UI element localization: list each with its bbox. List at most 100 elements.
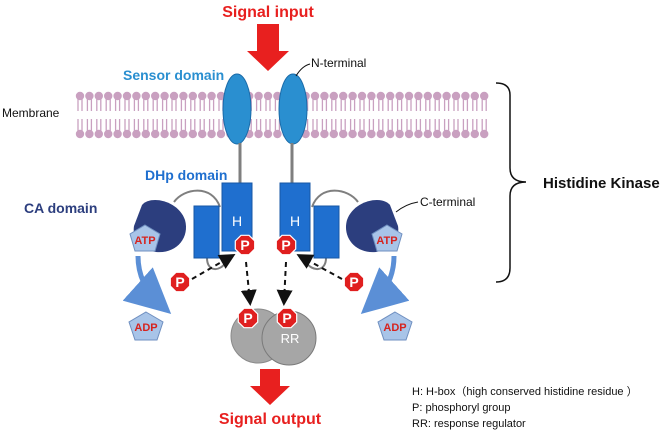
dhp-helix-left-secondary xyxy=(193,205,220,259)
lipid-head-inner xyxy=(75,129,85,139)
lipid-head-inner xyxy=(85,129,94,139)
loop-helix-right xyxy=(305,257,327,270)
lipid-head-inner xyxy=(160,129,169,139)
phosphoryl-octagon xyxy=(169,271,191,293)
lipid-head-outer xyxy=(207,91,216,101)
signal-input-label: Signal input xyxy=(222,4,314,21)
lipid-head-outer xyxy=(357,91,367,101)
lipid-head-outer xyxy=(85,91,94,101)
lipid-head-outer xyxy=(141,91,150,101)
phospho-arrow-right-in xyxy=(296,254,343,280)
signal-output-label: Signal output xyxy=(219,411,322,428)
atp-to-adp-arrow-right xyxy=(360,255,410,315)
atp-right-label: ATP xyxy=(376,235,397,247)
atp-left-label: ATP xyxy=(134,235,155,247)
phosphoryl-label: P xyxy=(282,310,291,326)
lipid-head-outer xyxy=(132,91,141,101)
sensor-domain-left xyxy=(222,73,252,145)
phosphoryl-octagon xyxy=(237,307,259,329)
lipid-head-outer xyxy=(179,91,188,101)
lipid-head-outer xyxy=(451,91,461,101)
phosphoryl-label: P xyxy=(349,274,358,290)
rr-label: RR xyxy=(281,331,300,346)
lipid-head-inner xyxy=(273,129,282,139)
lipid-head-inner xyxy=(480,129,489,139)
phosphoryl-octagon xyxy=(275,234,297,256)
lipid-head-inner xyxy=(339,129,348,139)
atp-to-adp-arrow-left xyxy=(122,255,172,315)
signal-input-arrow xyxy=(247,24,289,71)
lipid-head-outer xyxy=(263,91,273,101)
membrane-bilayer xyxy=(75,91,489,139)
lipid-head-outer xyxy=(433,91,442,101)
lipid-head-inner xyxy=(151,129,160,139)
lipid-head-inner xyxy=(395,129,404,139)
adp-left-pentagon xyxy=(128,311,164,341)
phosphoryl-free-right: P xyxy=(343,271,365,293)
n-terminal-pointer xyxy=(295,63,311,77)
phosphoryl-label: P xyxy=(240,237,249,253)
dhp-helix-right-secondary xyxy=(313,205,340,259)
adp-right-label: ADP xyxy=(383,322,406,334)
lipid-head-outer xyxy=(461,91,470,101)
lipid-head-outer xyxy=(480,91,489,101)
lipid-head-inner xyxy=(310,129,320,139)
phosphoryl-octagon xyxy=(343,271,365,293)
lipid-head-outer xyxy=(404,91,414,101)
histidine-kinase-bracket xyxy=(495,82,527,283)
lipid-head-outer xyxy=(94,91,104,101)
lipid-head-outer xyxy=(329,91,338,101)
phospho-transfer-right xyxy=(276,261,293,306)
lipid-head-inner xyxy=(254,129,263,139)
lipid-head-inner xyxy=(414,129,423,139)
lipid-head-inner xyxy=(141,129,150,139)
sensor-domain-label: Sensor domain xyxy=(123,67,224,83)
lipid-head-outer xyxy=(160,91,169,101)
lipid-head-inner xyxy=(132,129,141,139)
lipid-head-outer xyxy=(75,91,85,101)
lipid-head-inner xyxy=(348,129,357,139)
phosphoryl-label: P xyxy=(281,237,290,253)
lipid-head-outer xyxy=(367,91,376,101)
lipid-head-outer xyxy=(216,91,226,101)
lipid-head-inner xyxy=(179,129,188,139)
dhp-domain-label: DHp domain xyxy=(145,167,227,183)
h-box-right-label: H xyxy=(290,213,300,229)
lipid-head-outer xyxy=(310,91,320,101)
lipid-head-inner xyxy=(329,129,338,139)
lipid-head-outer xyxy=(339,91,348,101)
sensor-domain-right xyxy=(278,73,308,145)
signal-output-arrow xyxy=(250,369,290,405)
lipid-head-inner xyxy=(376,129,385,139)
lipid-head-outer xyxy=(151,91,160,101)
lipid-head-inner xyxy=(357,129,367,139)
lipid-head-inner xyxy=(451,129,461,139)
lipid-head-inner xyxy=(198,129,207,139)
lipid-head-outer xyxy=(376,91,385,101)
loop-ca-dhp-left xyxy=(173,189,221,208)
lipid-head-inner xyxy=(433,129,442,139)
lipid-head-inner xyxy=(404,129,414,139)
phosphoryl-octagon xyxy=(276,307,298,329)
lipid-head-inner xyxy=(461,129,470,139)
lipid-head-outer xyxy=(320,91,329,101)
lipid-head-inner xyxy=(470,129,479,139)
legend: H: H-box（high conserved histidine residu… xyxy=(412,385,638,430)
lipid-head-inner xyxy=(216,129,226,139)
phosphoryl-dhp-left: P xyxy=(234,234,256,256)
lipid-head-outer xyxy=(386,91,395,101)
c-terminal-pointer xyxy=(395,201,419,213)
adp-right-pentagon xyxy=(377,311,413,341)
legend-response-regulator: RR: response regulator xyxy=(412,418,526,430)
atp-right-pentagon xyxy=(371,224,403,252)
lipid-head-inner xyxy=(386,129,395,139)
phosphoryl-dhp-right: P xyxy=(275,234,297,256)
lipid-head-inner xyxy=(442,129,451,139)
lipid-head-inner xyxy=(263,129,273,139)
lipid-head-inner xyxy=(207,129,216,139)
phosphoryl-rr-left: P xyxy=(237,307,259,329)
lipid-head-inner xyxy=(188,129,197,139)
lipid-head-inner xyxy=(320,129,329,139)
